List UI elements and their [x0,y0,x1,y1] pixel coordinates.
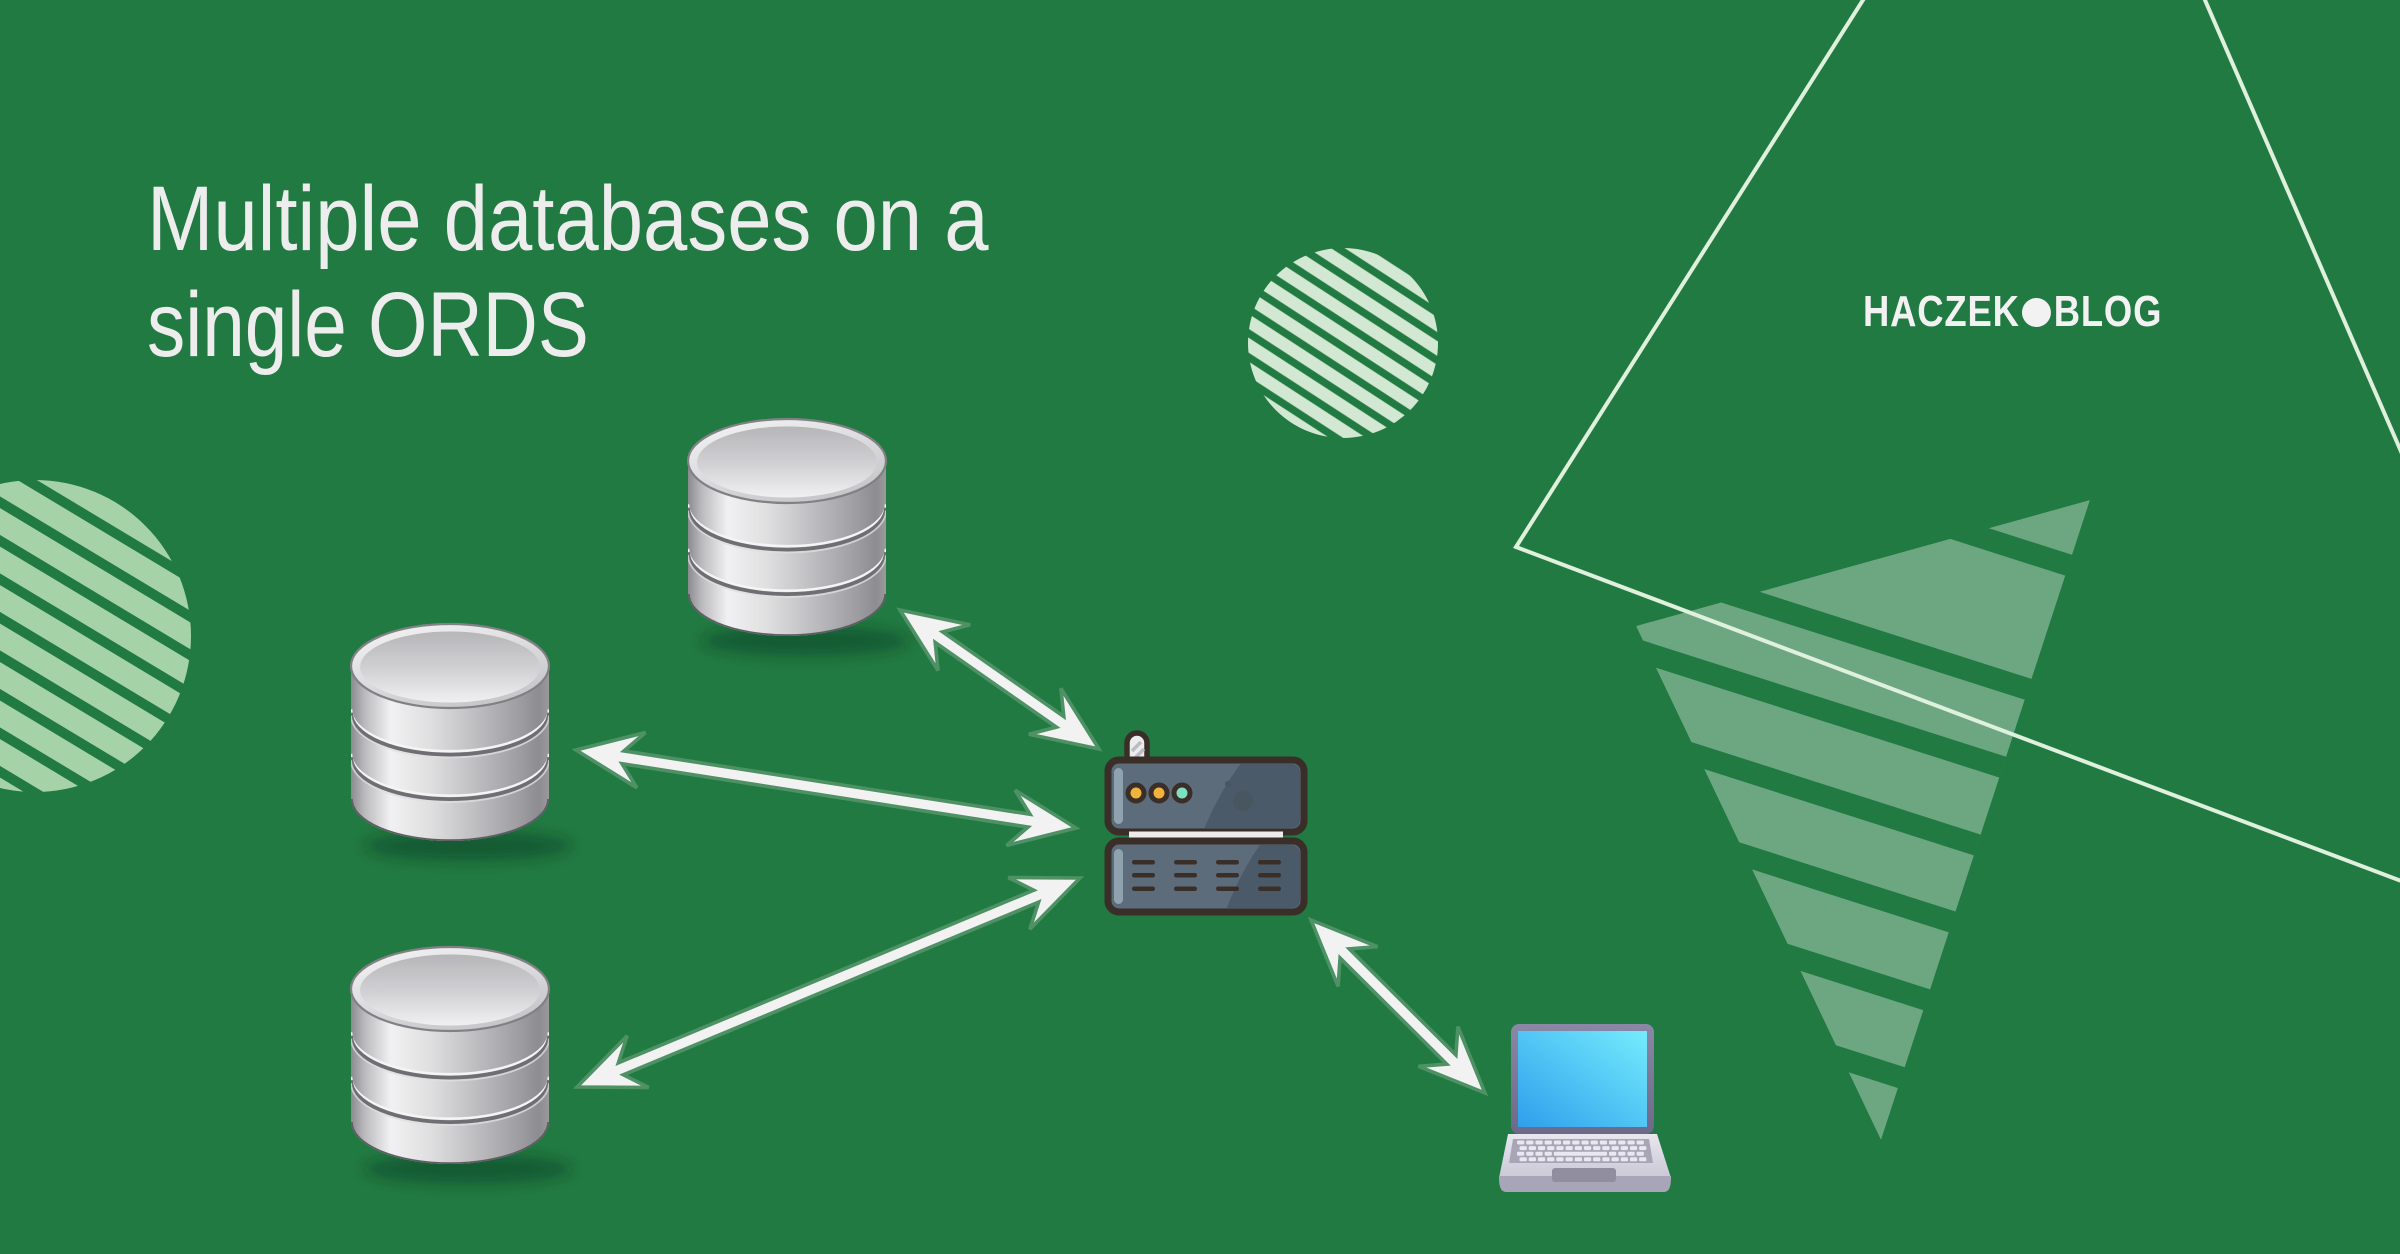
db1-shadow [701,626,909,656]
title-line-1: Multiple databases on a [147,168,989,270]
router-icon [1108,733,1304,915]
router-shape [1108,733,1304,915]
logo-text-right: BLOG [2053,287,2163,336]
connection-arrow-ords-server-client-laptop [1307,916,1489,1097]
database-icon-3 [351,947,549,1164]
striped-circle-center [1248,248,1438,438]
page-title: Multiple databases on a single ORDS [147,166,1119,378]
db-cylinder-shape [688,419,886,636]
laptop-shape [1499,1024,1671,1192]
striped-circle-left [0,480,191,792]
db-cylinder-shape [351,624,549,841]
title-line-2: single ORDS [147,274,589,376]
db-cylinder-shape [351,947,549,1164]
connection-arrow-database-1-ords-server [896,607,1103,752]
database-icon-2 [351,624,549,841]
db2-shadow [364,831,572,861]
connection-arrow-database-2-ords-server [571,730,1081,848]
logo-dot-icon [2022,297,2052,327]
laptop-icon [1499,1024,1671,1192]
striped-triangle-gap [1636,500,2090,635]
connection-arrow-database-3-ords-server [572,875,1085,1090]
logo-text-left: HACZEK [1863,287,2020,336]
blog-logo: HACZEK BLOG [1863,287,2162,337]
database-icon-1 [688,419,886,636]
db3-shadow [364,1154,572,1184]
outline-triangle [1512,0,2400,883]
